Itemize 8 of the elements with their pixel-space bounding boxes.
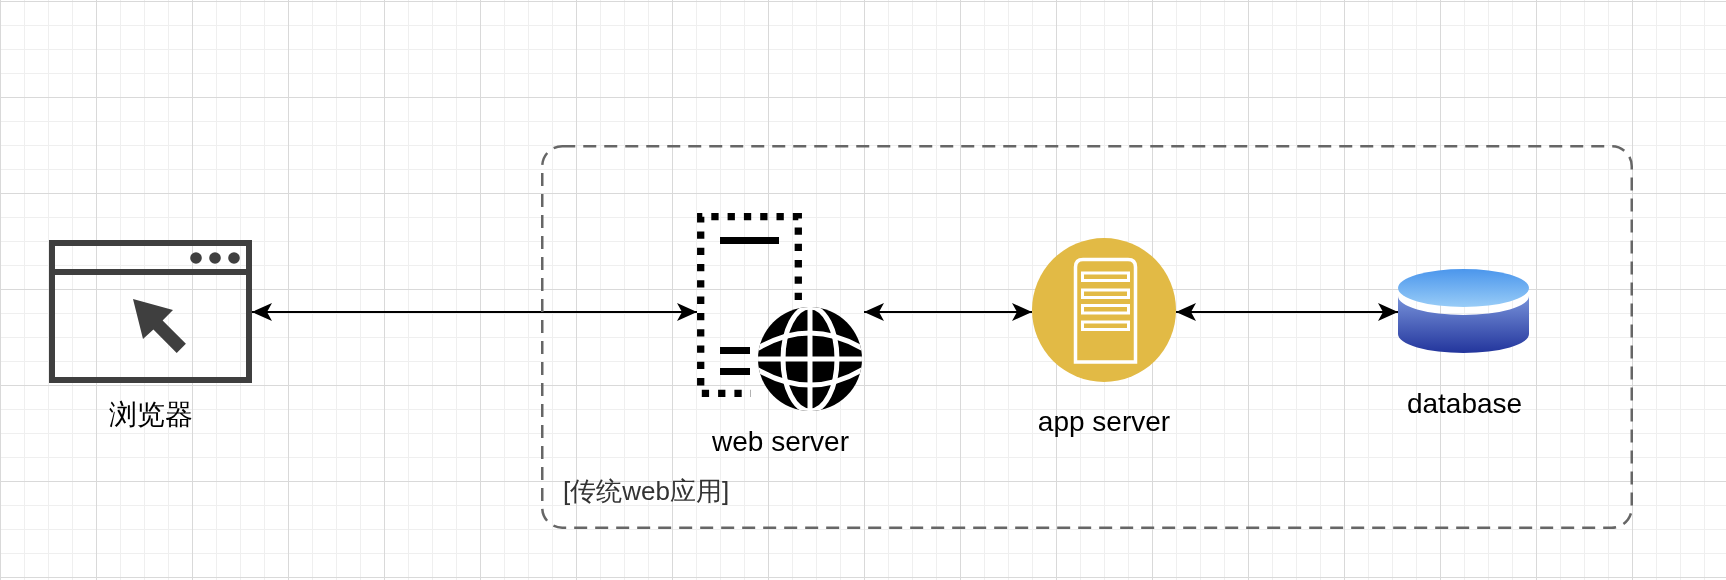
double-arrow bbox=[1175, 303, 1399, 321]
node-label: database bbox=[1406, 387, 1523, 421]
node-label: 浏览器 bbox=[108, 398, 193, 432]
double-arrow bbox=[863, 303, 1033, 321]
node-label: app server bbox=[1037, 405, 1171, 439]
group-label: [传统web应用] bbox=[563, 476, 730, 506]
double-arrow bbox=[251, 303, 698, 321]
node-label: web server bbox=[712, 425, 849, 459]
